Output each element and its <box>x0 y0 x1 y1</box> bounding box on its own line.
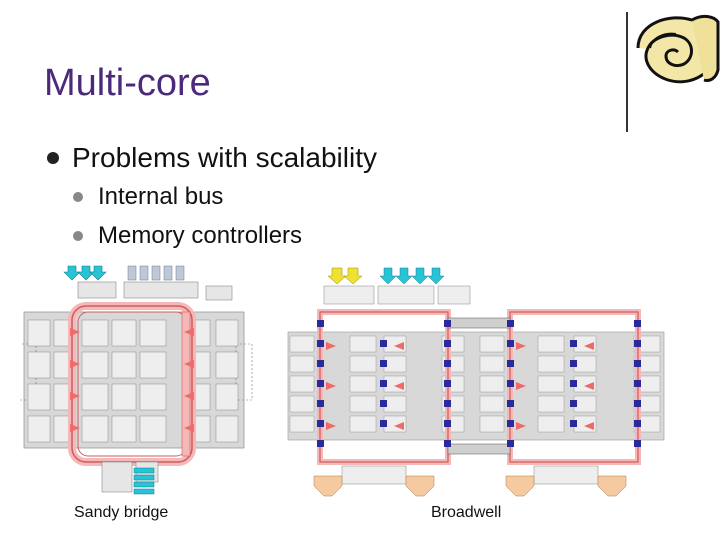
caption-broadwell: Broadwell <box>431 504 502 521</box>
bullet-memory-controllers: Memory controllers <box>98 222 303 249</box>
scroll-logo-icon <box>636 14 720 84</box>
sb-top-ports <box>63 265 107 281</box>
bullet-dot-2 <box>73 192 83 202</box>
broadwell-diagram <box>287 267 665 497</box>
bullet-internal-bus: Internal bus <box>98 183 224 210</box>
bullet-problems-with-scalability: Problems with scalability <box>72 142 377 173</box>
sandy-bridge-diagram <box>20 265 253 495</box>
bullet-dot-3 <box>73 231 83 241</box>
title-divider <box>626 12 628 132</box>
bullet-dot-1 <box>47 152 59 164</box>
slide-title: Multi-core <box>44 62 211 104</box>
caption-sandy-bridge: Sandy bridge <box>74 504 169 521</box>
